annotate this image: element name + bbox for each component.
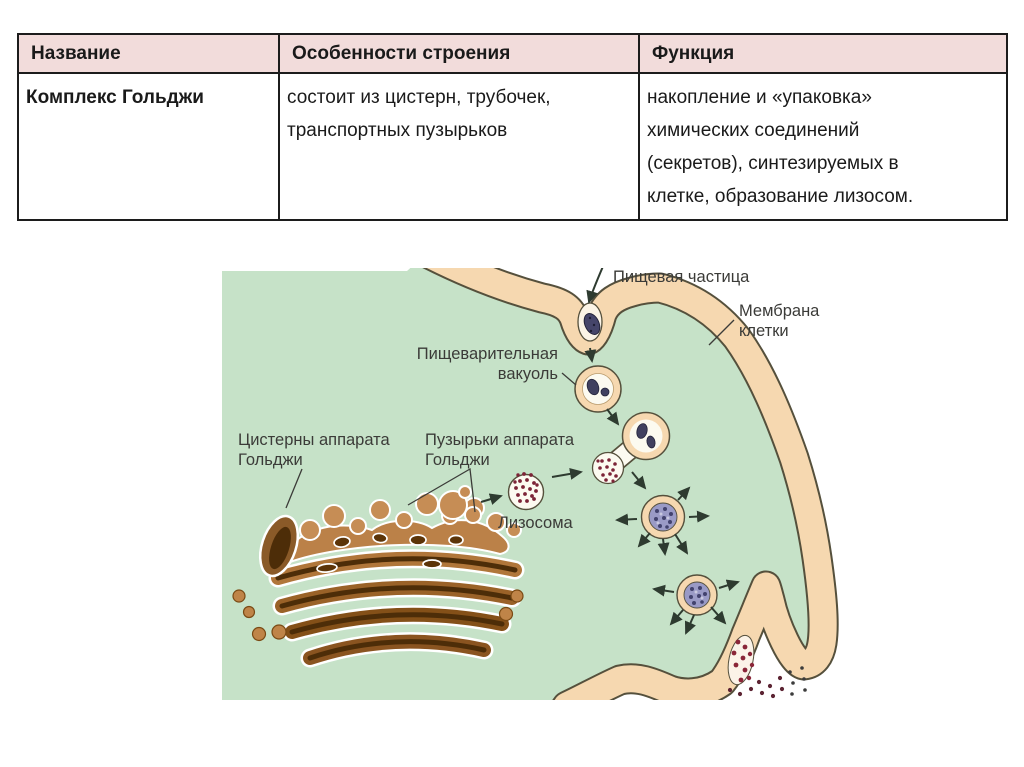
function-line: накопление и «упаковка» [647, 87, 872, 108]
table-row: Комплекс Гольджи состоит из цистерн, тру… [17, 72, 1008, 221]
flow-arrows [480, 347, 740, 635]
cell-function: накопление и «упаковка» химических соеди… [638, 72, 1008, 221]
cell-structure: состоит из цистерн, трубочек, транспортн… [278, 72, 640, 221]
label-membrane-line1: Мембрана [739, 302, 820, 320]
label-lysosome: Лизосома [498, 514, 574, 532]
label-vesicles-line2: Гольджи [425, 451, 490, 469]
function-line: клетке, образование лизосом. [647, 186, 914, 207]
structure-line: состоит из цистерн, трубочек, [287, 87, 551, 108]
cell-diagram: Пищевая частица Мембрана клетки Пищевари… [222, 268, 845, 700]
function-line: (секретов), синтезируемых в [647, 153, 899, 174]
label-cisterns-line2: Гольджи [238, 451, 303, 469]
golgi-apparatus [232, 485, 525, 668]
label-cisterns-line1: Цистерны аппарата [238, 431, 391, 449]
label-pointers [285, 319, 735, 513]
label-vacuole-line2: вакуоль [498, 365, 558, 383]
table-header-row: Название Особенности строения Функция [17, 33, 1008, 74]
organelle-table: Название Особенности строения Функция Ко… [17, 33, 1008, 221]
label-food-particle: Пищевая частица [613, 268, 750, 286]
vacuole-lysosome-fusion [591, 411, 671, 485]
food-particle [577, 268, 604, 342]
function-line: химических соединений [647, 120, 860, 141]
secondary-lysosome [676, 574, 718, 616]
exocytosis-channel [727, 634, 807, 699]
header-name: Название [17, 33, 280, 74]
digestive-vacuole [574, 365, 622, 413]
secondary-lysosome [640, 494, 686, 540]
label-vesicles-line1: Пузырьки аппарата [425, 431, 575, 449]
label-vacuole-line1: Пищеварительная [417, 345, 558, 363]
header-structure: Особенности строения [278, 33, 640, 74]
header-function: Функция [638, 33, 1008, 74]
cell-diagram-svg: Пищевая частица Мембрана клетки Пищевари… [222, 268, 845, 700]
label-membrane-line2: клетки [739, 322, 789, 340]
cell-organelle-name: Комплекс Гольджи [17, 72, 280, 221]
lysosome [507, 472, 545, 511]
structure-line: транспортных пузырьков [287, 120, 508, 141]
